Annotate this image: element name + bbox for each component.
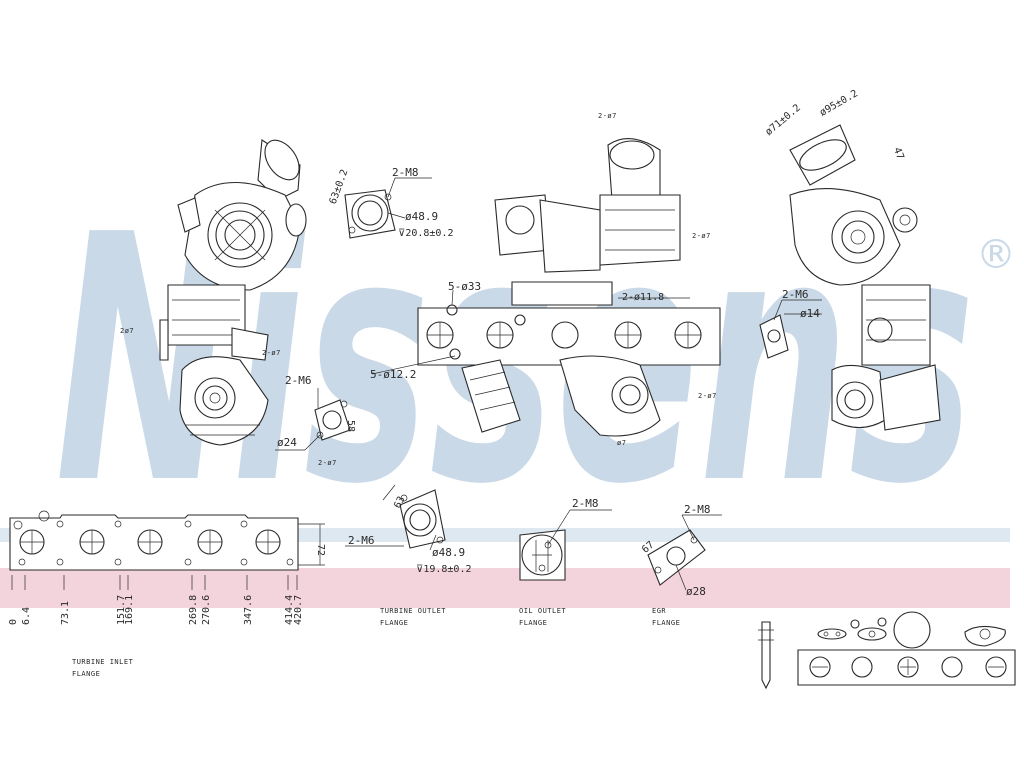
flange-tick-label: 6.4: [21, 607, 32, 625]
middle-flange-detail: ø24 2-M6 58 2-ø7: [275, 374, 356, 467]
svg-text:2-ø7: 2-ø7: [262, 349, 281, 357]
flange-tick-label: 347.6: [243, 595, 254, 625]
registered-mark: ®: [976, 232, 1016, 278]
flange-tick-label: 151.7: [116, 595, 127, 625]
svg-text:2ø7: 2ø7: [120, 327, 134, 335]
to-depth-label: ⊽19.8±0.2: [416, 564, 471, 575]
svg-text:2-ø7: 2-ø7: [698, 392, 717, 400]
svg-text:2-ø7: 2-ø7: [598, 112, 617, 120]
flange-tick-label: 73.1: [60, 601, 71, 625]
right-dia-top2-label: ø95±0.2: [818, 88, 860, 119]
flange-tick-label: 270.6: [201, 595, 212, 625]
svg-text:2-ø7: 2-ø7: [692, 232, 711, 240]
flange-tick-label: 420.7: [293, 595, 304, 625]
flange-tick-label: 0: [8, 619, 19, 625]
flange-tick-label: 169.1: [124, 595, 135, 625]
turbo-right-view: 2-M6 ø14 ø71±0.2 ø95±0.2 47: [759, 88, 941, 431]
egr-dia-label: ø28: [686, 585, 706, 598]
to-dia-label: ø48.9: [432, 546, 465, 559]
to-m6-label: 2-M6: [348, 534, 375, 547]
mid-m6-label: 2-M6: [285, 374, 312, 387]
svg-text:2-ø7: 2-ø7: [318, 459, 337, 467]
top-flange-detail: 2-M8 63±0.2 ø48.9 ⊽20.8±0.2: [328, 166, 454, 239]
top-m8-label: 2-M8: [392, 166, 419, 179]
top-depth-label: ⊽20.8±0.2: [398, 228, 453, 239]
top-dia-label: ø48.9: [405, 210, 438, 223]
watermark-pink-band: [0, 568, 1010, 608]
flange-height-label: 72: [315, 544, 326, 556]
side-m6-label: 2-M6: [782, 288, 809, 301]
right-angle-label: 47: [891, 146, 905, 161]
egr-m8-label: 2-M8: [684, 503, 711, 516]
oil-m8-label: 2-M8: [572, 497, 599, 510]
right-dia-top-label: ø71±0.2: [764, 103, 803, 139]
to-63-label: 63: [392, 495, 407, 511]
holes-5-small-label: 5-ø12.2: [370, 368, 416, 381]
svg-text:ø7: ø7: [617, 439, 626, 447]
holes-5-label: 5-ø33: [448, 280, 481, 293]
bolt-label: 2-ø11.8: [622, 292, 664, 303]
side-dia-label: ø14: [800, 307, 820, 320]
turbo-center-assembly: 2-ø7 2-ø7 2-ø7 ø7 5-ø33 5-ø12.2 2-ø11.8: [370, 112, 721, 447]
turbo-left-view: 2ø7 2-ø7: [120, 139, 307, 446]
mid-dia-label: ø24: [277, 436, 297, 449]
gasket-kit: [758, 611, 1016, 690]
flange-tick-label: 269.8: [188, 595, 199, 625]
flange-tick-label: 414.4: [284, 595, 295, 625]
mid-58-label: 58: [345, 420, 356, 432]
